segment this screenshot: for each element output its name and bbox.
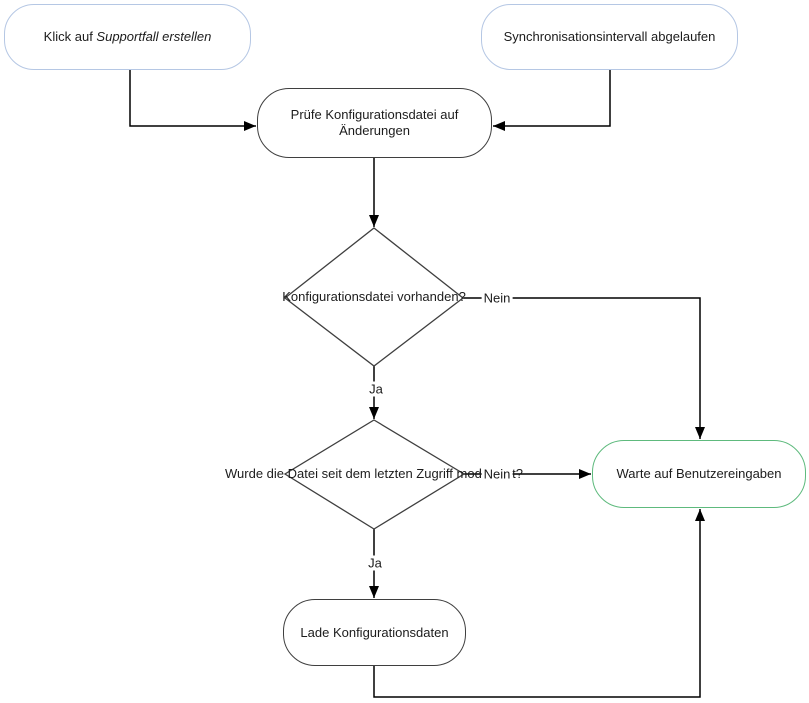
node-klick-label-italic: Supportfall erstellen xyxy=(96,29,212,44)
decision-datei-modifiziert xyxy=(283,419,466,530)
edge-label-decision2-nein: Nein xyxy=(481,466,513,482)
node-sync-label: Synchronisationsintervall abgelaufen xyxy=(503,29,716,44)
node-warte-auf-benutzereingaben: Warte auf Benutzereingaben xyxy=(592,440,806,508)
edge-lade-to-warte xyxy=(373,509,705,698)
decision2-label-line1: Wurde die Datei xyxy=(225,466,318,481)
decision2-label: Wurde die Datei seit dem letzten Zugriff… xyxy=(225,466,523,482)
decision1-label: Konfigurationsdatei vorhanden? xyxy=(282,289,466,305)
node-lade-label: Lade Konfigurationsdaten xyxy=(300,624,449,640)
edge-label-decision2-ja: Ja xyxy=(366,555,384,571)
node-warte-label: Warte auf Benutzereingaben xyxy=(616,466,782,481)
edge-label-decision1-ja: Ja xyxy=(367,381,385,397)
edge-sync-to-pruefe xyxy=(493,70,611,131)
node-pruefe-label-line2: Änderungen xyxy=(339,123,410,138)
decision1-label-line2: vorhanden? xyxy=(397,289,466,304)
edge-decision1-nein-to-warte xyxy=(463,297,705,439)
decision-konfigurationsdatei-vorhanden xyxy=(283,227,465,367)
decision1-label-line1: Konfigurationsdatei xyxy=(282,289,394,304)
edge-label-decision1-nein: Nein xyxy=(481,290,513,306)
node-synchronisationsintervall: Synchronisationsintervall abgelaufen xyxy=(481,4,738,70)
edge-klick-to-pruefe xyxy=(129,70,256,131)
node-klick-supportfall: Klick auf Supportfall erstellen xyxy=(4,4,251,70)
decision2-label-line2: seit dem letzten Zugriff xyxy=(321,466,453,481)
node-pruefe-konfigurationsdatei: Prüfe Konfigurationsdatei auf Änderungen xyxy=(257,88,492,158)
node-pruefe-label-line1: Prüfe Konfigurationsdatei auf xyxy=(290,107,459,122)
node-lade-konfigurationsdaten: Lade Konfigurationsdaten xyxy=(283,599,466,666)
node-klick-label: Klick auf Supportfall erstellen xyxy=(43,29,212,44)
